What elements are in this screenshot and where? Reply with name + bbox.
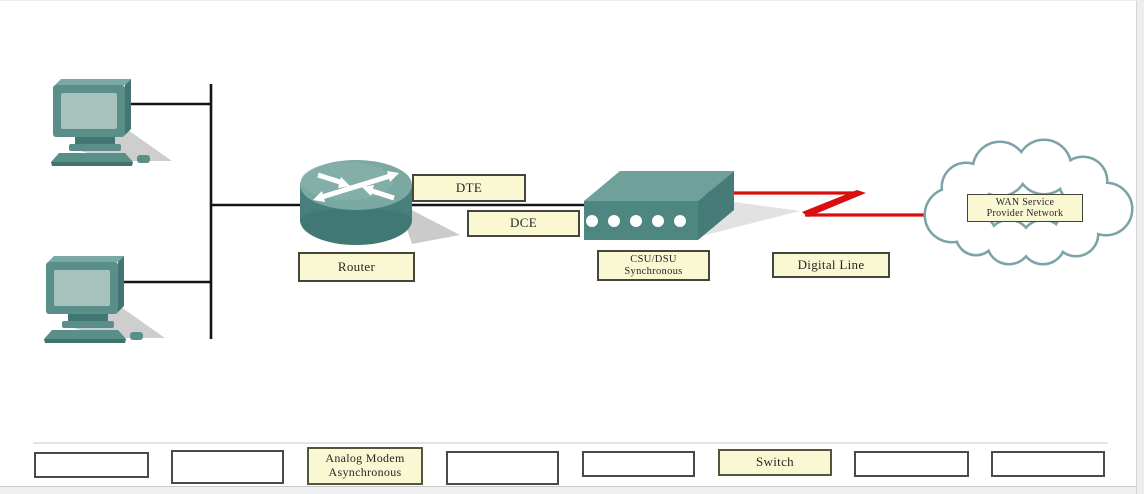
tray-slot-6-switch[interactable]: Switch [718,449,832,476]
chip-text-line2: Synchronous [624,265,683,277]
chip-text-line1: CSU/DSU [630,253,677,265]
chip-text: DCE [510,215,537,231]
tray-slot-8[interactable] [991,451,1105,477]
label-chip-dte[interactable]: DTE [412,174,526,202]
label-chip-csu-dsu[interactable]: CSU/DSU Synchronous [597,250,710,281]
slot-label-line1: Switch [756,454,794,470]
pc-icon-bottom [44,256,165,343]
tray-slot-5[interactable] [582,451,695,477]
label-chip-digital-line[interactable]: Digital Line [772,252,890,278]
label-chip-wan-service[interactable]: WAN Service Provider Network [967,194,1083,222]
slot-label-line2: Asynchronous [328,465,402,479]
csu-dsu-icon [584,171,734,240]
router-shadow [398,203,460,244]
tray-slot-4[interactable] [446,451,559,485]
router-icon [300,160,412,245]
tray-slot-7[interactable] [854,451,969,477]
page-right-margin [1137,1,1144,494]
tray-slot-3-analog-modem[interactable]: Analog Modem Asynchronous [307,447,423,485]
router-arrows [313,171,399,202]
label-chip-router[interactable]: Router [298,252,415,282]
tray-slot-1[interactable] [34,452,149,478]
page-right-edge-line [1136,1,1137,494]
label-chip-dce[interactable]: DCE [467,210,580,237]
chip-text: Digital Line [797,256,865,272]
chip-text: Router [337,258,376,274]
page-bottom-margin [0,487,1144,494]
pc-icon-top [51,79,172,166]
tray-separator-line [33,442,1108,444]
slot-label-line1: Analog Modem [325,451,405,466]
chip-text: DTE [455,179,483,195]
page-bottom-edge-line [0,486,1144,487]
chip-text-line2: Provider Network [986,208,1064,219]
csu-ports [586,215,686,227]
tray-slot-2[interactable] [171,450,284,484]
chip-text-line1: WAN Service [995,196,1055,208]
